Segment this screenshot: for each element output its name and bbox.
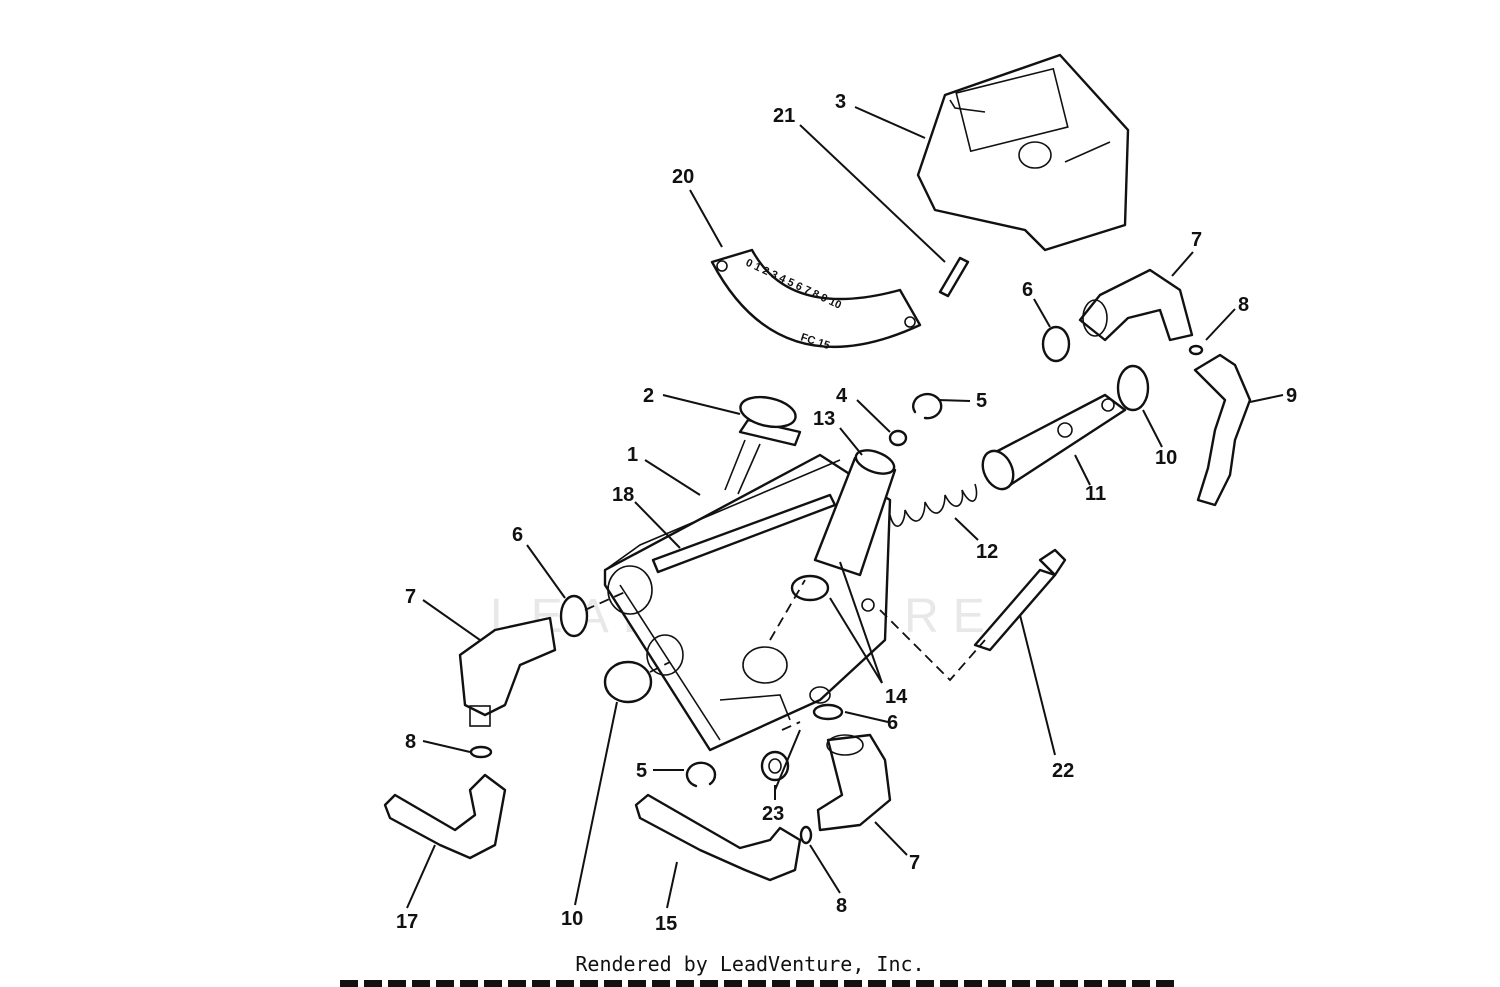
part-7-elbow-right[interactable] bbox=[1078, 268, 1194, 342]
callout-5-bottom: 5 bbox=[636, 760, 647, 782]
part-7-elbow-left[interactable] bbox=[458, 616, 557, 727]
part-8-washer-left[interactable] bbox=[469, 745, 493, 759]
callout-10-bottom: 10 bbox=[561, 908, 583, 930]
part-22-bolt[interactable] bbox=[973, 548, 1067, 652]
callout-3: 3 bbox=[835, 91, 846, 113]
callout-17: 17 bbox=[396, 911, 418, 933]
callout-23: 23 bbox=[762, 803, 784, 825]
leader-lines bbox=[406, 106, 1284, 909]
callout-1: 1 bbox=[627, 444, 638, 466]
part-6-o-ring-left[interactable] bbox=[559, 594, 589, 638]
part-5-retaining-ring-bottom[interactable] bbox=[685, 761, 717, 788]
part-10-plug-left[interactable] bbox=[603, 660, 653, 704]
part-6-o-ring-bottom[interactable] bbox=[812, 703, 844, 721]
callout-8-top: 8 bbox=[1238, 294, 1249, 316]
callout-11: 11 bbox=[1085, 483, 1106, 505]
part-10-plug-right[interactable] bbox=[1116, 364, 1150, 412]
assembly-lines bbox=[584, 579, 986, 731]
part-14-o-ring[interactable] bbox=[790, 574, 830, 602]
part-11-sleeve[interactable] bbox=[977, 393, 1127, 494]
part-3-cover[interactable] bbox=[916, 53, 1130, 252]
part-2-knob[interactable] bbox=[724, 392, 802, 495]
callout-9: 9 bbox=[1286, 385, 1297, 407]
callout-21: 21 bbox=[773, 105, 795, 127]
part-9-bent-connector[interactable] bbox=[1193, 353, 1252, 507]
part-6-o-ring-right[interactable] bbox=[1041, 325, 1071, 363]
callout-10-right: 10 bbox=[1155, 447, 1177, 469]
callout-6-left: 6 bbox=[512, 524, 523, 546]
callout-22: 22 bbox=[1052, 760, 1074, 782]
part-5-retaining-ring-top[interactable] bbox=[912, 392, 943, 420]
callout-6-bottom: 6 bbox=[887, 712, 898, 734]
callout-8-bottom: 8 bbox=[836, 895, 847, 917]
part-12-spring[interactable] bbox=[889, 483, 978, 527]
callout-5-top: 5 bbox=[976, 390, 987, 412]
part-1-valve-body[interactable] bbox=[603, 453, 892, 752]
part-13-spool[interactable] bbox=[813, 446, 897, 577]
callout-6-top: 6 bbox=[1022, 279, 1033, 301]
part-17-fitting[interactable] bbox=[383, 773, 507, 860]
part-15-hose-fitting[interactable] bbox=[634, 793, 802, 882]
callout-20: 20 bbox=[672, 166, 694, 188]
callout-12: 12 bbox=[976, 541, 998, 563]
part-8-washer-right[interactable] bbox=[1188, 344, 1204, 356]
callout-8-left: 8 bbox=[405, 731, 416, 753]
callout-13: 13 bbox=[813, 408, 835, 430]
part-8-washer-bottom[interactable] bbox=[799, 825, 813, 845]
callout-4: 4 bbox=[836, 385, 848, 407]
footer-credit: Rendered by LeadVenture, Inc. bbox=[575, 952, 925, 976]
callout-15: 15 bbox=[655, 913, 677, 935]
callout-7-bottom: 7 bbox=[909, 852, 920, 874]
footer-cut-text-fragment bbox=[340, 980, 1180, 987]
callout-18: 18 bbox=[612, 484, 634, 506]
callout-7-left: 7 bbox=[405, 586, 416, 608]
callout-2: 2 bbox=[643, 385, 654, 407]
part-21-pin[interactable] bbox=[938, 256, 970, 298]
part-20-scale-plate[interactable]: 0 1 2 3 4 5 6 7 8 9 10 FC 15 bbox=[710, 248, 922, 352]
callout-14: 14 bbox=[885, 686, 908, 708]
callout-labels: 3 21 20 7 6 8 9 10 11 12 2 4 5 13 1 18 6… bbox=[396, 91, 1297, 935]
part-4-set-screw[interactable] bbox=[888, 429, 908, 447]
part-18-rod[interactable] bbox=[651, 493, 837, 574]
callout-7-top: 7 bbox=[1191, 229, 1202, 251]
part-7-elbow-bottom[interactable] bbox=[816, 733, 892, 832]
